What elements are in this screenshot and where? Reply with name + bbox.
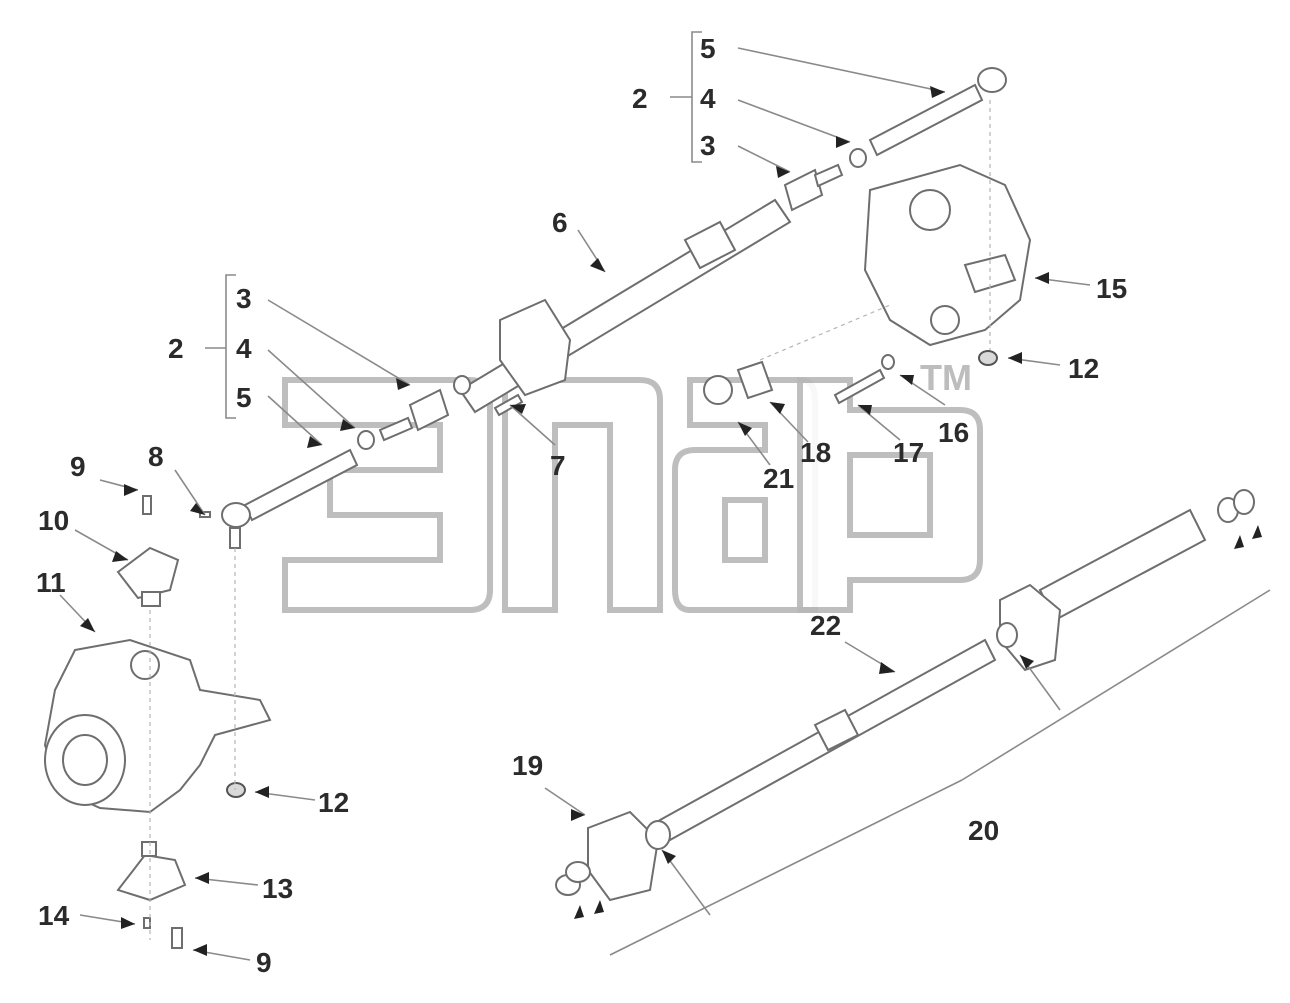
- right-knuckle-bore: [909, 189, 951, 231]
- callout-top-2: 2: [632, 83, 648, 114]
- callout-17: 17: [893, 437, 924, 468]
- bolt-17: [833, 368, 886, 405]
- callout-mid-3: 3: [236, 283, 252, 314]
- arrowheads: [80, 86, 1262, 956]
- callout-13: 13: [262, 873, 293, 904]
- callout-20: 20: [968, 815, 999, 846]
- callout-7: 7: [550, 450, 566, 481]
- callout-8: 8: [148, 441, 164, 472]
- callout-top-5: 5: [700, 33, 716, 64]
- right-rod-end: [868, 83, 984, 157]
- callout-mid-4: 4: [236, 333, 252, 364]
- left-ball-pin-stem: [229, 527, 241, 549]
- seal-left-2: [565, 861, 591, 883]
- callout-22: 22: [810, 610, 841, 641]
- watermark-logo: TM: [282, 357, 983, 613]
- callout-10: 10: [38, 505, 69, 536]
- callout-19: 19: [512, 750, 543, 781]
- callout-12-left: 12: [318, 787, 349, 818]
- bolt-9-bottom: [171, 927, 183, 949]
- mid-bracket: [225, 274, 236, 419]
- callout-6: 6: [552, 207, 568, 238]
- right-joint-stud: [813, 163, 844, 188]
- seal-21: [703, 375, 733, 405]
- mid-axis-line: [759, 304, 891, 361]
- callout-mid-2: 2: [168, 333, 184, 364]
- pin-14: [143, 917, 151, 929]
- lower-cap-stem: [141, 841, 157, 857]
- seal-right-2: [1233, 489, 1255, 515]
- bushing-group: [703, 354, 895, 405]
- left-joint-body: [408, 388, 450, 432]
- callout-12-right: 12: [1068, 353, 1099, 384]
- callout-top-3: 3: [700, 130, 716, 161]
- left-ball-pin: [221, 502, 251, 528]
- callout-18: 18: [800, 437, 831, 468]
- right-ball-pin: [977, 67, 1007, 93]
- callout-11: 11: [36, 567, 66, 598]
- upper-cap-stem: [141, 591, 161, 607]
- left-lock-nut: [357, 430, 375, 450]
- watermark-letter-a: [672, 377, 818, 613]
- watermark-letter-p: [502, 377, 663, 613]
- flange-19: [587, 810, 660, 902]
- callout-top-4: 4: [700, 83, 716, 114]
- right-knuckle-body: [863, 163, 1032, 347]
- callout-14: 14: [38, 900, 70, 931]
- watermark-tm: TM: [920, 357, 972, 398]
- callout-9-top: 9: [70, 451, 86, 482]
- tie-rod-flange: [499, 298, 572, 397]
- callout-15: 15: [1096, 273, 1127, 304]
- lower-rod-clamp: [813, 708, 860, 752]
- lower-cap-13: [116, 853, 187, 902]
- right-knuckle-lower-bore: [930, 305, 960, 335]
- right-lock-nut: [849, 148, 867, 168]
- washer-16: [881, 354, 895, 370]
- watermark-letter-e: [282, 377, 493, 613]
- upper-cap-10: [116, 546, 180, 600]
- callout-9-bottom: 9: [256, 947, 272, 978]
- bolt-7: [493, 393, 524, 417]
- lower-ring-right: [996, 622, 1018, 648]
- right-knuckle-arm: [963, 253, 1017, 294]
- callout-21: 21: [763, 463, 794, 494]
- lower-ring-left: [645, 820, 671, 850]
- bolt-9-top: [142, 495, 152, 515]
- left-knuckle-bore: [130, 650, 160, 680]
- left-knuckle-hub-center: [62, 734, 108, 786]
- watermark-letter-f: [797, 377, 983, 613]
- left-joint-stud: [378, 416, 414, 442]
- bushing-18: [736, 360, 774, 400]
- left-nut-12: [226, 782, 246, 798]
- lower-rod-tube-right: [1038, 508, 1207, 622]
- right-joint-body: [783, 168, 824, 212]
- upper-tie-rod-assembly: [221, 67, 1007, 549]
- callout-labels: 5 2 4 3 3 2 4 5 6 7 8 9 10 11 12 13 14 9…: [36, 33, 1127, 978]
- lower-tie-rod-assembly: [555, 489, 1255, 902]
- tie-rod-clamp: [683, 220, 737, 270]
- callout-mid-5: 5: [236, 382, 252, 413]
- left-joint-ring: [453, 375, 471, 395]
- right-steering-knuckle: [863, 163, 1032, 366]
- right-nut-12: [978, 350, 998, 366]
- callout-16: 16: [938, 417, 969, 448]
